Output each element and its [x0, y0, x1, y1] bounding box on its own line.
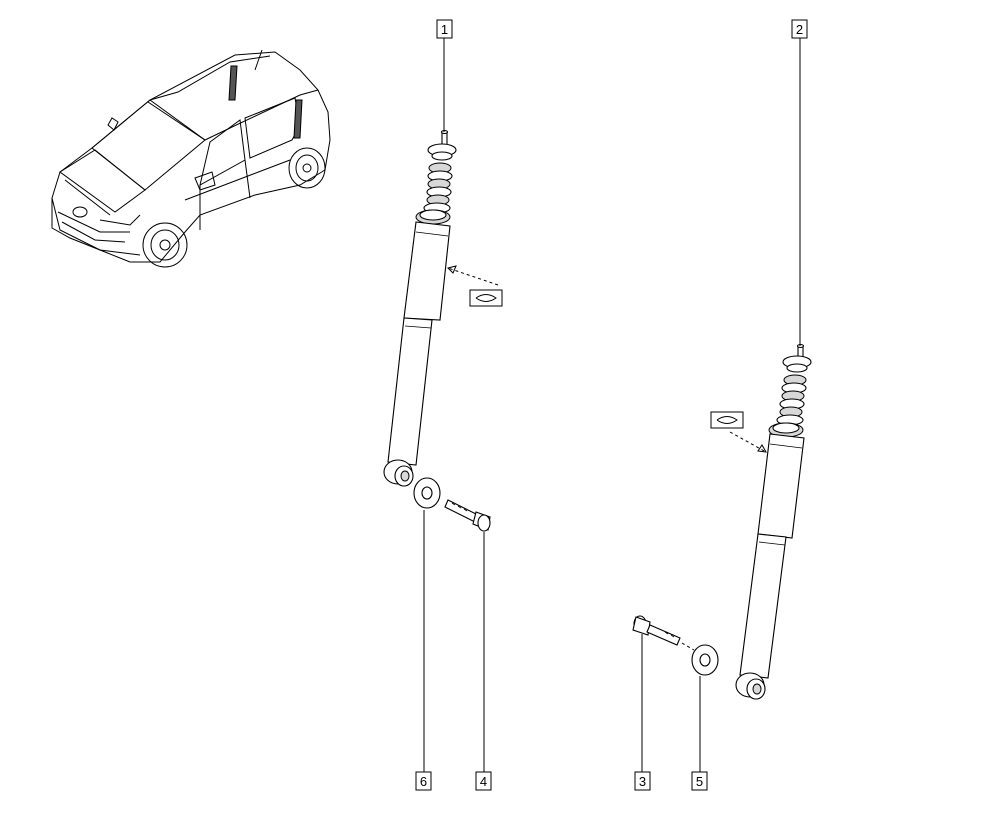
washer-icon	[691, 644, 719, 676]
washer-icon	[413, 477, 441, 509]
svg-text:4: 4	[480, 774, 487, 789]
callout-6: 6	[415, 771, 432, 791]
callout-5: 5	[691, 771, 708, 791]
bolt-icon	[444, 499, 491, 532]
torque-symbol-icon	[710, 411, 744, 429]
svg-text:6: 6	[420, 774, 427, 789]
svg-text:3: 3	[639, 774, 646, 789]
svg-text:2: 2	[796, 22, 803, 37]
shock-absorber-icon	[383, 129, 457, 487]
svg-text:1: 1	[441, 22, 448, 37]
shock-absorber-icon	[735, 343, 812, 700]
torque-symbol-icon	[469, 289, 503, 307]
callout-2: 2	[791, 19, 808, 39]
callout-1: 1	[436, 19, 453, 39]
svg-text:5: 5	[696, 774, 703, 789]
callout-3: 3	[634, 771, 651, 791]
vehicle-icon	[51, 49, 331, 268]
bolt-icon	[632, 615, 681, 646]
callout-4: 4	[475, 771, 492, 791]
